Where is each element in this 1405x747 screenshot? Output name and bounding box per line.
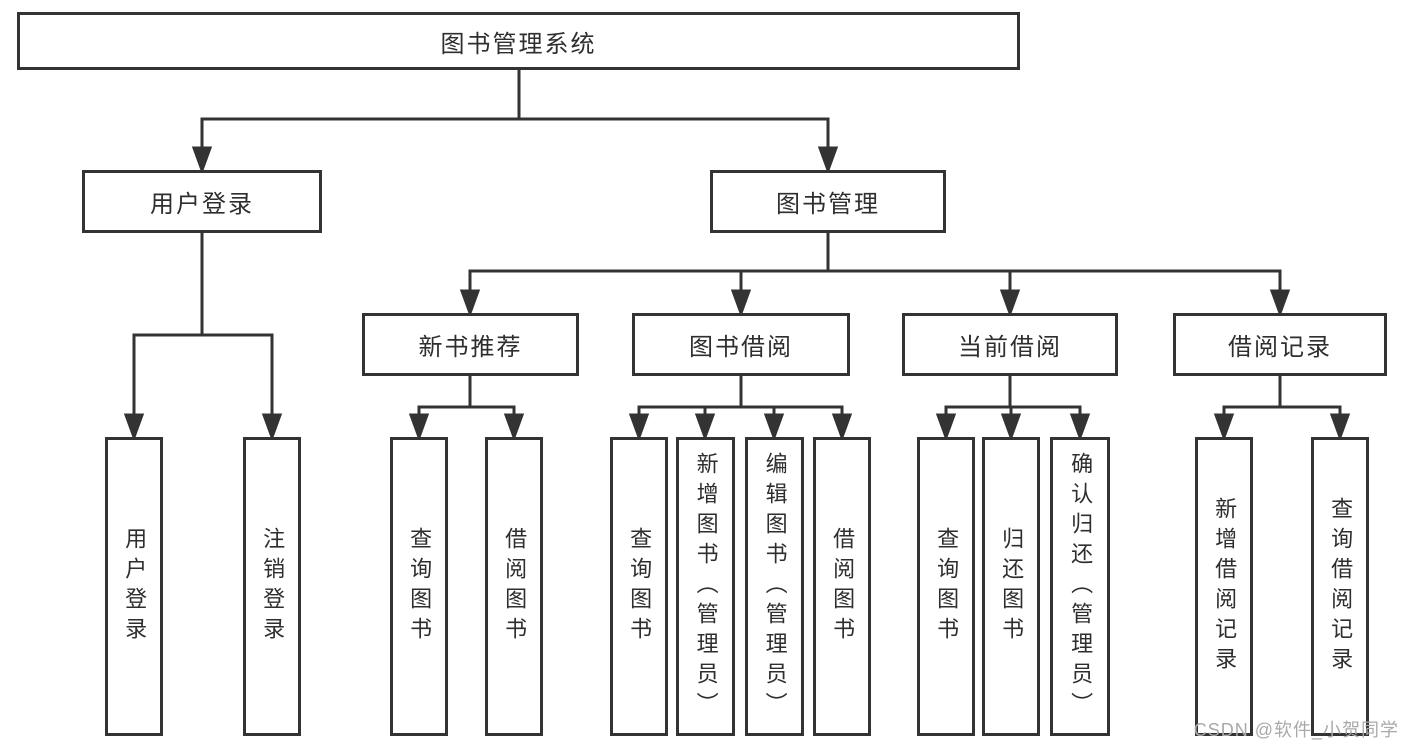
arrowhead-icon: [1213, 413, 1235, 442]
leaf-borrow-books-recommend: 借阅图书: [485, 437, 543, 736]
leaf-label: 确认归还（管理员）: [1068, 451, 1094, 722]
arrowhead-icon: [503, 413, 525, 442]
arrowhead-icon: [1329, 413, 1351, 442]
leaf-label: 查询图书: [407, 526, 433, 647]
node-label: 图书管理: [776, 191, 880, 218]
arrowhead-icon: [408, 413, 430, 442]
node-label: 图书管理系统: [440, 30, 597, 58]
leaf-query-books-borrow: 查询图书: [610, 437, 668, 736]
connector-recommend-branch: [408, 376, 525, 442]
node-new-book-recommend: 新书推荐: [362, 313, 579, 376]
leaf-label: 用户登录: [122, 526, 148, 647]
arrowhead-icon: [763, 413, 785, 442]
arrowhead-icon: [1000, 413, 1022, 442]
arrowhead-icon: [935, 413, 957, 442]
leaf-borrow-books: 借阅图书: [813, 437, 871, 736]
arrowhead-icon: [459, 289, 481, 318]
arrowhead-icon: [817, 146, 839, 175]
arrowhead-icon: [123, 413, 145, 442]
leaf-label: 新增图书（管理员）: [693, 451, 719, 722]
node-label: 当前借阅: [958, 334, 1062, 361]
connector-borrow-branch: [628, 376, 853, 442]
arrowhead-icon: [191, 146, 213, 175]
arrowhead-icon: [628, 413, 650, 442]
node-current-borrowing: 当前借阅: [902, 313, 1118, 376]
arrowhead-icon: [261, 413, 283, 442]
connector-mgmt-branch: [459, 233, 1291, 318]
arrowhead-icon: [694, 413, 716, 442]
leaf-label: 归还图书: [999, 526, 1025, 647]
leaf-label: 借阅图书: [830, 526, 856, 647]
leaf-label: 新增借阅记录: [1212, 496, 1238, 677]
arrowhead-icon: [730, 289, 752, 318]
node-label: 图书借阅: [689, 334, 793, 361]
leaf-logout: 注销登录: [243, 437, 301, 736]
csdn-watermark: CSDN @软件_小贺同学: [1193, 720, 1399, 740]
node-book-management: 图书管理: [710, 170, 946, 233]
node-user-login: 用户登录: [82, 170, 322, 233]
arrowhead-icon: [1069, 413, 1091, 442]
leaf-query-books-current: 查询图书: [917, 437, 975, 736]
connector-root-branch: [191, 70, 839, 175]
arrowhead-icon: [1269, 289, 1291, 318]
node-label: 借阅记录: [1228, 334, 1332, 361]
connector-current-branch: [935, 376, 1091, 442]
leaf-query-borrow-record: 查询借阅记录: [1311, 437, 1369, 736]
connector-records-branch: [1213, 376, 1351, 442]
leaf-label: 编辑图书（管理员）: [762, 451, 788, 722]
leaf-label: 查询借阅记录: [1328, 496, 1354, 677]
leaf-confirm-return-admin: 确认归还（管理员）: [1050, 437, 1110, 736]
arrowhead-icon: [831, 413, 853, 442]
node-library-management-system: 图书管理系统: [17, 12, 1020, 70]
leaf-query-books-recommend: 查询图书: [390, 437, 448, 736]
leaf-return-books: 归还图书: [982, 437, 1040, 736]
node-book-borrowing: 图书借阅: [632, 313, 850, 376]
node-label: 用户登录: [150, 191, 254, 218]
node-borrowing-records: 借阅记录: [1173, 313, 1387, 376]
leaf-add-books-admin: 新增图书（管理员）: [676, 437, 735, 736]
leaf-label: 借阅图书: [502, 526, 528, 647]
leaf-add-borrow-record: 新增借阅记录: [1195, 437, 1253, 736]
node-label: 新书推荐: [418, 334, 523, 361]
arrowhead-icon: [999, 289, 1021, 318]
leaf-label: 查询图书: [627, 526, 653, 647]
leaf-label: 注销登录: [260, 526, 286, 647]
leaf-label: 查询图书: [934, 526, 960, 647]
leaf-edit-books-admin: 编辑图书（管理员）: [745, 437, 804, 736]
leaf-user-login: 用户登录: [105, 437, 163, 736]
connector-login-branch: [123, 233, 283, 442]
